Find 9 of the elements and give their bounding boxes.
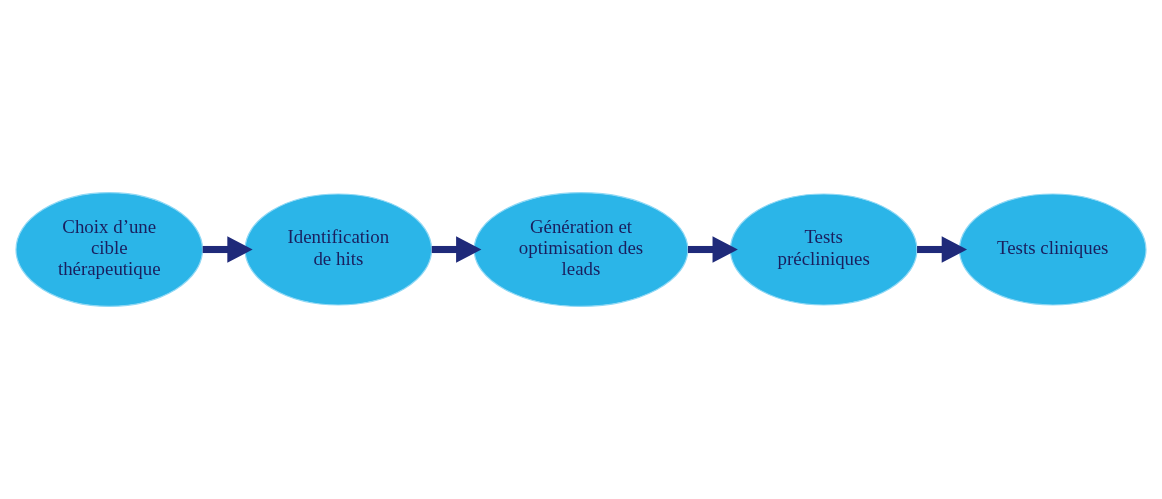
node-ellipse: Choix d’une cible thérapeutique: [15, 192, 204, 307]
arrow: [917, 236, 968, 263]
node-ellipse: Tests cliniques: [958, 193, 1147, 306]
node-ellipse: Génération et optimisation des leads: [473, 192, 689, 307]
arrow: [202, 236, 253, 263]
node-ellipse: Tests précliniques: [729, 193, 918, 306]
arrow: [431, 236, 482, 263]
node-ellipse: Identification de hits: [244, 193, 433, 306]
arrow: [687, 236, 738, 263]
